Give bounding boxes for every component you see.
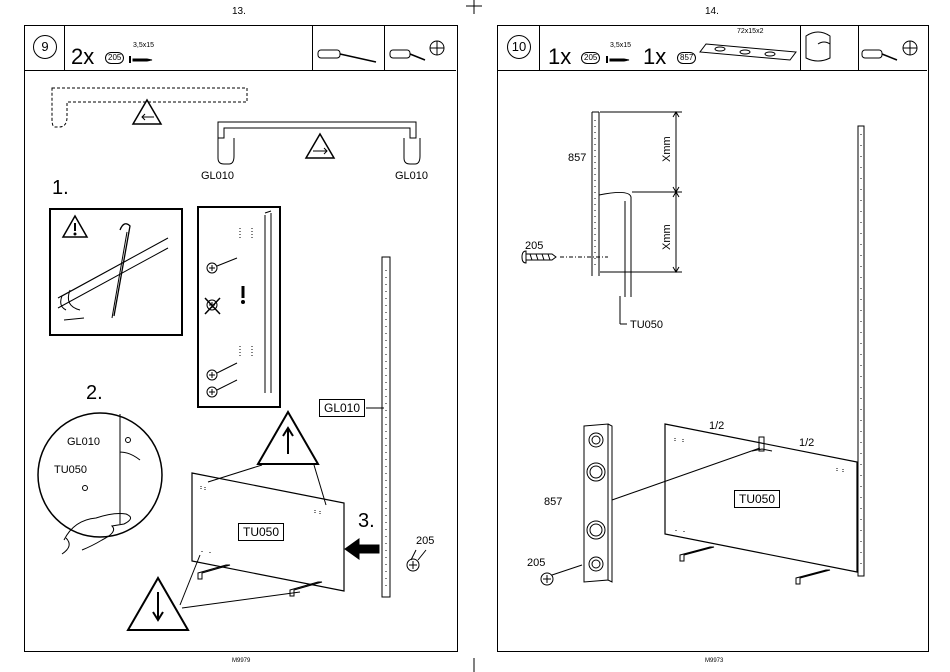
screwdriver-icon (318, 50, 376, 62)
screw-ok-icon-1 (207, 258, 237, 273)
phillips-screwdriver-icon (390, 41, 444, 60)
screw-wrong-icon (205, 298, 220, 314)
detail-circle-2 (38, 413, 162, 537)
panel-tu050-right (665, 424, 857, 572)
detail-box-screws (198, 207, 280, 407)
screw-ok-icon-2 (207, 363, 237, 380)
arrow-right-icon (345, 539, 379, 559)
arrow-left-warning-icon (133, 100, 161, 124)
screw-icon-right (607, 56, 629, 63)
arrow-right-warning-icon (306, 134, 334, 158)
plate-857 (584, 424, 612, 582)
phillips-screwdriver-icon-right (862, 41, 917, 60)
screw-ok-icon-3 (207, 380, 237, 397)
cap-tool-icon (806, 32, 830, 61)
plate-857-icon (700, 44, 796, 60)
rail-gl010 (382, 257, 390, 597)
screw-icon (130, 56, 152, 63)
detail-box-1 (50, 209, 182, 335)
